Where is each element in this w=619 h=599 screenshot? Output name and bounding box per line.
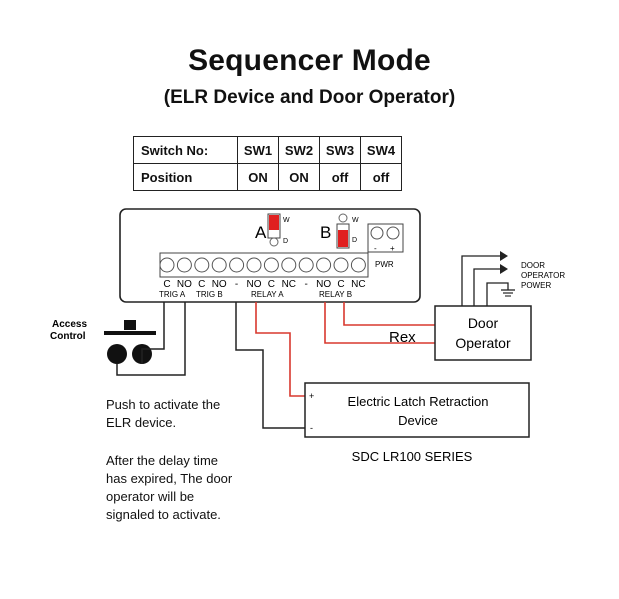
trig-b-label: TRIG B bbox=[196, 290, 223, 299]
power-label-2: OPERATOR bbox=[521, 271, 565, 280]
terminal-label: - bbox=[235, 279, 238, 290]
rex-wire-2 bbox=[343, 302, 435, 326]
push-note-line1: Push to activate the bbox=[106, 397, 221, 412]
diagram-subtitle: (ELR Device and Door Operator) bbox=[163, 87, 456, 108]
switch-table: Switch No: SW1 SW2 SW3 SW4 Position ON O… bbox=[133, 136, 402, 191]
terminal-label: - bbox=[305, 279, 308, 290]
switch-position-4: off bbox=[360, 163, 402, 191]
terminal-label: C bbox=[198, 279, 205, 290]
power-wire-1 bbox=[461, 255, 500, 306]
push-note: Push to activate the ELR device. bbox=[106, 396, 220, 432]
terminal-screw bbox=[263, 257, 279, 273]
dip-a-red-lever bbox=[269, 215, 279, 230]
dip-b-w-label: W bbox=[352, 217, 359, 224]
elr-series-label: SDC LR100 SERIES bbox=[352, 449, 473, 464]
elr-plus-label: + bbox=[309, 391, 314, 401]
terminal-screw bbox=[211, 257, 227, 273]
elr-minus-label: - bbox=[310, 423, 313, 433]
push-button-contact-left bbox=[107, 344, 127, 364]
rex-wire-1 bbox=[324, 302, 435, 344]
terminal-label: NO bbox=[247, 279, 262, 290]
diagram-title: Sequencer Mode bbox=[188, 44, 431, 77]
elr-device-box bbox=[304, 382, 530, 438]
delay-note-line4: signaled to activate. bbox=[106, 507, 221, 522]
door-operator-line1: Door bbox=[468, 315, 499, 331]
terminal-label: C bbox=[337, 279, 344, 290]
pwr-minus-label: - bbox=[374, 244, 377, 253]
access-control-label-2: Control bbox=[50, 331, 86, 342]
delay-note-line3: operator will be bbox=[106, 489, 195, 504]
terminal-screw bbox=[176, 257, 192, 273]
terminal-screw bbox=[298, 257, 314, 273]
switch-name-3: SW3 bbox=[319, 136, 361, 164]
rex-label: Rex bbox=[389, 329, 416, 346]
dip-b-red-lever bbox=[338, 230, 348, 247]
elr-plus-wire bbox=[255, 302, 305, 397]
terminal-label: C bbox=[163, 279, 170, 290]
push-note-line2: ELR device. bbox=[106, 415, 177, 430]
dip-a-label: A bbox=[255, 223, 267, 242]
dip-b-led bbox=[338, 213, 348, 223]
pwr-terminal-minus bbox=[370, 226, 384, 240]
elr-device-line1: Electric Latch Retraction bbox=[348, 394, 489, 409]
dip-b-label: B bbox=[320, 223, 331, 242]
terminal-screw bbox=[350, 257, 366, 273]
power-label-1: DOOR bbox=[521, 261, 545, 270]
switch-header-row: Switch No: SW1 SW2 SW3 SW4 bbox=[133, 136, 402, 164]
switch-position-1: ON bbox=[237, 163, 279, 191]
terminal-screw bbox=[246, 257, 262, 273]
switch-position-label: Position bbox=[133, 163, 238, 191]
terminal-screw bbox=[194, 257, 210, 273]
terminal-label: NO bbox=[177, 279, 192, 290]
dip-a-w-label: W bbox=[283, 217, 290, 224]
delay-note-line2: has expired, The door bbox=[106, 471, 233, 486]
power-arrow-2 bbox=[500, 264, 508, 274]
terminal-label: NO bbox=[316, 279, 331, 290]
access-wire-2 bbox=[141, 302, 165, 364]
trig-a-label: TRIG A bbox=[159, 290, 186, 299]
power-ground-wire bbox=[486, 282, 509, 306]
relay-b-label: RELAY B bbox=[319, 290, 352, 299]
pwr-plus-label: + bbox=[390, 244, 395, 253]
dip-a-d-label: D bbox=[283, 238, 288, 245]
door-operator-box bbox=[434, 305, 532, 361]
delay-note: After the delay time has expired, The do… bbox=[106, 452, 232, 524]
elr-device-line2: Device bbox=[398, 413, 438, 428]
dip-b-d-label: D bbox=[352, 237, 357, 244]
terminal-label: NO bbox=[212, 279, 227, 290]
terminal-label: NC bbox=[282, 279, 296, 290]
push-button-plunger bbox=[124, 320, 136, 330]
door-operator-line2: Operator bbox=[455, 335, 511, 351]
pwr-terminal-plus bbox=[386, 226, 400, 240]
power-arrow-1 bbox=[500, 251, 508, 261]
switch-position-2: ON bbox=[278, 163, 320, 191]
power-wire-2 bbox=[473, 268, 500, 306]
terminal-label: C bbox=[268, 279, 275, 290]
relay-a-label: RELAY A bbox=[251, 290, 284, 299]
switch-position-row: Position ON ON off off bbox=[133, 163, 402, 191]
access-control-label-1: Access bbox=[52, 319, 87, 330]
terminal-label: NC bbox=[351, 279, 365, 290]
terminal-screw bbox=[333, 257, 349, 273]
access-wire-1 bbox=[116, 302, 186, 376]
power-label-3: POWER bbox=[521, 281, 551, 290]
delay-note-line1: After the delay time bbox=[106, 453, 218, 468]
terminal-screw bbox=[229, 257, 245, 273]
terminal-screw bbox=[159, 257, 175, 273]
terminal-screw bbox=[316, 257, 332, 273]
terminal-screw bbox=[281, 257, 297, 273]
switch-position-3: off bbox=[319, 163, 361, 191]
elr-minus-wire bbox=[235, 302, 305, 429]
pwr-label: PWR bbox=[375, 260, 394, 269]
dip-a-led bbox=[269, 237, 279, 247]
